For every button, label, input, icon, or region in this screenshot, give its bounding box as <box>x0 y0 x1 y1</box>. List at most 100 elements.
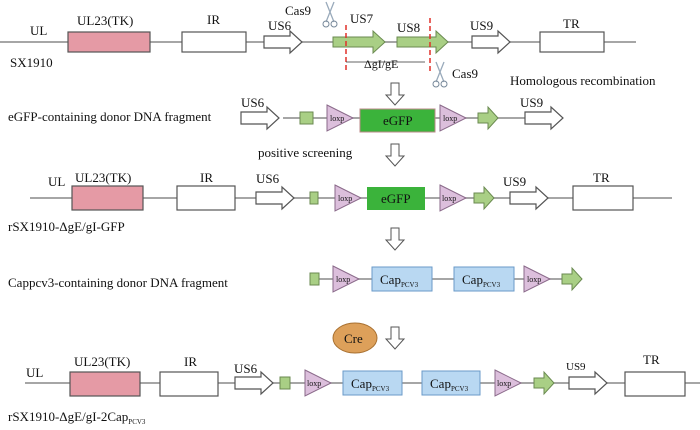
tr-region <box>624 371 686 397</box>
cap-subscript: PCV3 <box>451 385 469 393</box>
loxp-label: loxp <box>527 275 541 284</box>
egfp-donor-label: eGFP-containing donor DNA fragment <box>8 109 212 124</box>
cap-donor-label: Cappcv3-containing donor DNA fragment <box>8 275 228 290</box>
green-arrow-element <box>473 186 495 210</box>
us8-label: US8 <box>397 20 420 35</box>
loxp-label: loxp <box>330 114 344 123</box>
tr-region <box>572 185 634 211</box>
us8-gene <box>396 29 449 55</box>
loxp-label: loxp <box>336 275 350 284</box>
green-square-element <box>309 272 320 286</box>
ir-label: IR <box>184 354 197 369</box>
us9-label: US9 <box>520 95 543 110</box>
cre-label: Cre <box>344 331 363 346</box>
tr-label: TR <box>563 16 580 31</box>
cap-label: Cap <box>430 376 451 391</box>
rsx1910-gfp-label: rSX1910-ΔgE/gI-GFP <box>8 219 125 234</box>
cas9-top-label: Cas9 <box>285 3 311 18</box>
svg-text:CapPCV3: CapPCV3 <box>351 376 390 393</box>
ul23-label: UL23(TK) <box>75 170 131 185</box>
row-rsx1910-2cap: UL UL23(TK) IR US6 loxp CapPCV3 CapPCV3 … <box>8 352 700 426</box>
us6-label: US6 <box>256 171 280 186</box>
ir-label: IR <box>200 170 213 185</box>
us9-label: US9 <box>470 18 493 33</box>
us6-label: US6 <box>268 18 292 33</box>
ul23-label: UL23(TK) <box>74 354 130 369</box>
delta-gi-ge-label: ΔgI/gE <box>364 57 398 71</box>
cap-pcv3-gene <box>371 266 433 292</box>
sx1910-label: SX1910 <box>10 55 53 70</box>
svg-text:rSX1910-ΔgE/gI-2CapPCV3: rSX1910-ΔgE/gI-2CapPCV3 <box>8 409 146 426</box>
egfp-label: eGFP <box>383 113 413 128</box>
us6-gene <box>255 186 295 210</box>
row-sx1910: UL UL23(TK) IR US6 Cas9 US7 US8 ΔgI/gE U… <box>0 1 656 88</box>
loxp-label: loxp <box>442 194 456 203</box>
us6-gene <box>240 106 280 130</box>
row-cap-donor: Cappcv3-containing donor DNA fragment lo… <box>8 265 583 293</box>
down-arrow-icon <box>385 227 405 251</box>
loxp-label: loxp <box>443 114 457 123</box>
us9-gene <box>509 186 549 210</box>
svg-text:CapPCV3: CapPCV3 <box>430 376 469 393</box>
us6-label: US6 <box>234 361 258 376</box>
us7-label: US7 <box>350 11 374 26</box>
cap-label: Cap <box>462 272 483 287</box>
ul-label: UL <box>30 23 47 38</box>
ul23-tk-gene <box>69 371 141 397</box>
ul23-label: UL23(TK) <box>77 13 133 28</box>
egfp-gene <box>359 108 436 133</box>
green-arrow-element <box>533 371 555 395</box>
scissors-icon <box>432 61 448 88</box>
us6-gene <box>263 30 303 54</box>
green-square-element <box>299 111 314 125</box>
egfp-label: eGFP <box>381 191 411 206</box>
ir-region <box>181 31 247 53</box>
tr-region <box>539 31 605 53</box>
cas9-bottom-label: Cas9 <box>452 66 478 81</box>
egfp-gene <box>367 187 425 210</box>
row-rsx1910-gfp: UL UL23(TK) IR US6 loxp eGFP loxp US9 TR… <box>8 170 672 234</box>
green-arrow-element <box>477 106 499 130</box>
svg-text:CapPCV3: CapPCV3 <box>462 272 501 289</box>
cap-subscript: PCV3 <box>483 281 501 289</box>
down-arrow-icon <box>385 82 405 106</box>
homologous-recombination-label: Homologous recombination <box>510 73 656 88</box>
ul-label: UL <box>26 365 43 380</box>
row-egfp-donor: eGFP-containing donor DNA fragment US6 l… <box>8 95 564 133</box>
tr-label: TR <box>643 352 660 367</box>
ul23-tk-gene <box>71 185 144 211</box>
ir-label: IR <box>207 12 220 27</box>
cre-recombinase <box>332 322 378 354</box>
cap-pcv3-gene <box>342 370 403 396</box>
cap-label: Cap <box>351 376 372 391</box>
us6-label: US6 <box>241 95 265 110</box>
green-square-element <box>279 376 291 390</box>
green-arrow-element <box>561 267 583 291</box>
us9-gene <box>471 30 511 54</box>
ir-region <box>176 185 236 211</box>
down-arrow-icon <box>385 143 405 167</box>
scissors-icon <box>322 1 338 28</box>
us7-gene <box>332 29 386 55</box>
down-arrow-icon <box>385 326 405 350</box>
us9-gene <box>568 371 608 395</box>
loxp-label: loxp <box>497 379 511 388</box>
rsx1910-2cap-label: rSX1910-ΔgE/gI-2Cap <box>8 409 128 424</box>
svg-text:CapPCV3: CapPCV3 <box>380 272 419 289</box>
cap-subscript: PCV3 <box>401 281 419 289</box>
us9-label: US9 <box>503 174 526 189</box>
cap-subscript: PCV3 <box>372 385 390 393</box>
ir-region <box>159 371 219 397</box>
ul23-tk-gene <box>67 31 151 53</box>
us9-label: US9 <box>566 361 586 373</box>
us9-gene <box>524 106 564 130</box>
ul-label: UL <box>48 174 65 189</box>
label-subscript: PCV3 <box>128 418 146 426</box>
positive-screening-label: positive screening <box>258 145 353 160</box>
cap-pcv3-gene <box>421 370 481 396</box>
green-square-element <box>309 191 319 205</box>
cap-pcv3-gene <box>453 266 515 292</box>
loxp-label: loxp <box>338 194 352 203</box>
tr-label: TR <box>593 170 610 185</box>
